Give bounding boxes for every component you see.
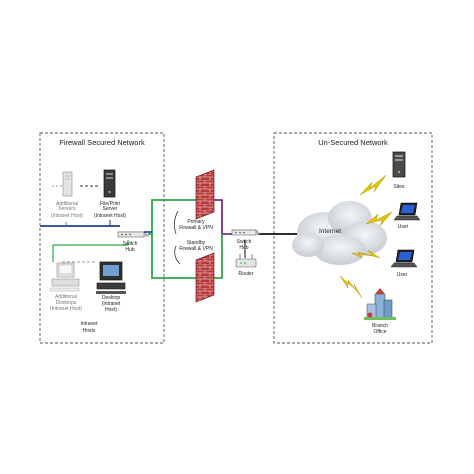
user-2-label: User — [397, 272, 408, 278]
branch-office-icon — [364, 288, 396, 320]
desktop-icon — [96, 261, 126, 294]
branch-office-label-2: Office — [374, 329, 387, 335]
standby-firewall-label-2: Firewall & VPN — [179, 246, 213, 252]
sites-label: Sites — [393, 184, 405, 190]
intranet-hosts-label-2: Hosts — [83, 328, 96, 334]
router-icon — [235, 254, 257, 268]
primary-firewall-label-2: Firewall & VPN — [179, 225, 213, 231]
secured-zone-box — [39, 132, 165, 344]
desktop-label-3: Host) — [105, 307, 117, 313]
standby-firewall-icon — [195, 252, 215, 303]
internet-label: Internet — [319, 228, 341, 235]
user-laptop-1-icon — [393, 202, 421, 221]
switch-hub-secured-label-1: Switch — [123, 241, 138, 247]
additional-desktops-icon — [49, 262, 80, 292]
internet-cloud-icon — [292, 201, 387, 265]
switch-hub-secured-icon — [117, 231, 149, 238]
switch-hub-edge-icon — [231, 229, 261, 236]
switch-hub-edge-label-1: Switch — [237, 239, 252, 245]
file-print-server-icon — [103, 169, 116, 198]
sites-server-icon — [392, 151, 406, 178]
switch-hub-edge-label-2: Hub — [239, 245, 248, 251]
unsecured-zone-box — [273, 132, 433, 344]
additional-desktops-label-3: (Intranet Host) — [50, 306, 82, 312]
additional-desktops-label-2: Desktops — [56, 300, 77, 306]
failover-arrow-2-icon — [174, 245, 181, 265]
unsecured-zone-title: Un-Secured Network — [318, 138, 388, 147]
firewall-links — [144, 199, 300, 279]
additional-servers-label-2: Servers — [58, 206, 76, 212]
switch-hub-secured-label-2: Hub — [125, 247, 134, 253]
secured-wiring — [40, 185, 129, 263]
additional-servers-label-3: (Intranet Host) — [51, 213, 83, 219]
file-print-server-label-2: Server — [103, 206, 118, 212]
user-laptop-2-icon — [390, 249, 418, 268]
router-label: Router — [238, 271, 253, 277]
additional-servers-label-1: Additional — [56, 201, 78, 207]
file-print-server-label-1: File/Print — [100, 201, 120, 207]
additional-desktops-label-1: Additional — [55, 294, 77, 300]
user-1-label: User — [398, 224, 409, 230]
lightning-icon — [365, 211, 393, 227]
desktop-label-2: (Intranet — [102, 301, 121, 307]
standby-firewall-label-1: Standby — [187, 240, 206, 246]
lightning-icon — [359, 174, 387, 196]
additional-servers-icon — [62, 171, 73, 197]
primary-firewall-label-1: Primary — [187, 219, 205, 225]
desktop-label-1: Desktop — [102, 295, 121, 301]
lightning-icon — [339, 275, 363, 299]
lightning-icon — [351, 249, 381, 259]
branch-office-label-1: Branch — [372, 323, 388, 329]
file-print-server-label-3: (Intranet Host) — [94, 213, 126, 219]
failover-arrow-icon — [174, 210, 179, 235]
lightning-bolts — [339, 174, 393, 299]
intranet-hosts-label-1: Intranet — [81, 321, 99, 327]
primary-firewall-icon — [195, 169, 215, 220]
secured-zone-title: Firewall Secured Network — [59, 138, 145, 147]
